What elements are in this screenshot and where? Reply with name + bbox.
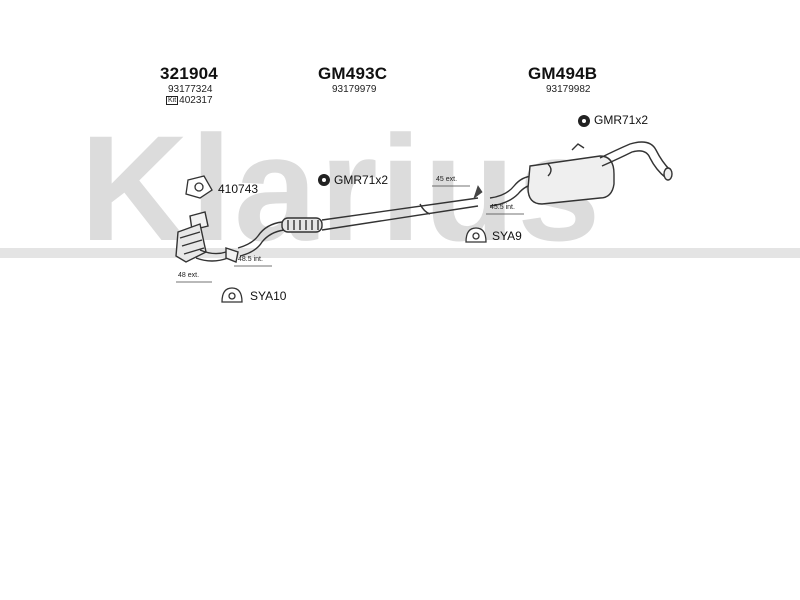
part-number: 321904	[160, 64, 218, 83]
dim-48-ext: 48 ext.	[178, 272, 200, 279]
dim-45-ext: 45 ext.	[436, 176, 458, 183]
oe-number: 93179982	[546, 84, 591, 95]
svg-text:Klarius: Klarius	[80, 104, 603, 272]
catalytic-converter	[175, 211, 239, 263]
oe-number: 93179979	[332, 84, 377, 95]
dim-45-5-int: 45.5 int.	[490, 204, 515, 211]
intermediate-pipe	[237, 197, 479, 257]
part-number: GM493C	[318, 64, 388, 83]
rubber-mount-rear-icon	[465, 227, 487, 243]
part-number: GM494B	[528, 64, 598, 83]
part-gm494b: GM494B 93179982	[528, 64, 597, 95]
kit-number: 402317	[179, 95, 213, 106]
clamp-icon	[185, 175, 213, 199]
dim-48-5-int: 48.5 int.	[238, 256, 263, 263]
dimension-lines	[176, 185, 524, 283]
rubber-mount-front-icon	[221, 287, 243, 303]
gasket-rear-label: GMR71x2	[594, 113, 649, 127]
mount-rear-label: SYA9	[492, 229, 522, 243]
gasket-mid-label: GMR71x2	[334, 173, 389, 187]
oe-number: 93177324	[168, 84, 213, 95]
part-gm493c: GM493C 93179979	[318, 64, 387, 95]
mount-front-label: SYA10	[250, 289, 287, 303]
rear-silencer	[489, 141, 673, 207]
watermark-logo: Klarius	[0, 104, 800, 272]
gasket-mid-icon	[318, 174, 330, 186]
kit-badge: Kit	[166, 96, 179, 105]
gasket-rear-icon	[578, 115, 590, 127]
clamp-label: 410743	[218, 182, 259, 196]
